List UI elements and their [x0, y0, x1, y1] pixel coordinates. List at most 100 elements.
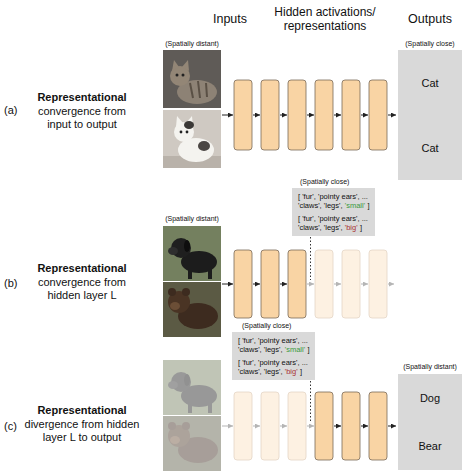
- hidden-layer-box: [288, 250, 306, 318]
- panel-letter: (c): [4, 420, 17, 433]
- photo-group: [163, 360, 221, 471]
- distance-note: (Spatially close): [300, 178, 349, 186]
- photo-bear: [168, 288, 176, 296]
- distance-note: (Spatially close): [395, 40, 465, 48]
- feature-list-text: [ 'fur', 'pointy ears', ...: [238, 336, 308, 345]
- photo-cat: [172, 60, 179, 71]
- feature-list-text: 'claws', 'legs',: [238, 345, 283, 354]
- feature-list-text: [ 'fur', 'pointy ears', ...: [298, 214, 368, 223]
- feature-list-text: 'big': [285, 367, 298, 376]
- panel-title: Representational: [17, 91, 147, 104]
- hidden-layer-box: [369, 80, 387, 150]
- layer-arrow: [388, 426, 396, 427]
- hidden-layer-box: [261, 250, 279, 318]
- panel-subtitle: convergence from input to output: [26, 105, 138, 130]
- hidden-layer-row: [222, 392, 396, 460]
- hidden-layer-box: [342, 392, 360, 460]
- hidden-layer-box: [315, 392, 333, 460]
- layer-arrow: [334, 426, 341, 427]
- layer-arrow: [388, 284, 394, 285]
- layer-arrow: [307, 284, 314, 285]
- hidden-layer-box: [369, 250, 387, 318]
- distance-note: (Spatially distant): [152, 215, 232, 223]
- feature-list-text: 'claws', 'legs',: [298, 201, 343, 210]
- panel-title: Representational: [17, 262, 147, 275]
- class-label: Bear: [418, 440, 441, 452]
- layer-arrow: [388, 115, 396, 116]
- photo-bear: [170, 302, 180, 310]
- photo-dog: [208, 402, 212, 413]
- column-heading: Hidden activations/ representations: [266, 6, 384, 34]
- layer-arrow: [361, 284, 368, 285]
- photo-dog: [184, 240, 190, 252]
- feature-callout: [ 'fur', 'pointy ears', ...'claws', 'leg…: [292, 188, 375, 236]
- hidden-layer-box: [234, 392, 252, 460]
- list-line: 'claws', 'legs','big']: [298, 223, 369, 232]
- panel-letter: (a): [4, 104, 17, 117]
- photo-dog: [208, 268, 212, 279]
- photo-cat: [182, 74, 185, 77]
- distance-note: (Spatially close): [242, 322, 291, 330]
- leader-line: [310, 381, 311, 422]
- hidden-layer-box: [234, 250, 252, 318]
- hidden-layer-row: [222, 250, 394, 318]
- hidden-layer-box: [342, 80, 360, 150]
- list-line: [ 'fur', 'pointy ears', ...: [298, 192, 369, 201]
- photo-group: [163, 226, 221, 337]
- feature-list-text: 'claws', 'legs',: [298, 223, 343, 232]
- photo-dog: [168, 381, 178, 389]
- layer-arrow: [280, 115, 287, 116]
- list-line: 'claws', 'legs','small']: [298, 201, 369, 210]
- class-label: Dog: [420, 392, 440, 404]
- photo-cat: [163, 110, 221, 168]
- list-line: 'claws', 'legs','small']: [238, 345, 309, 354]
- feature-list-text: 'claws', 'legs',: [238, 367, 283, 376]
- layer-arrow: [280, 426, 287, 427]
- photo-cat: [180, 131, 183, 134]
- distance-note: (Spatially distant): [395, 363, 465, 371]
- layer-arrow: [222, 284, 233, 285]
- list-line: [ 'fur', 'pointy ears', ...: [238, 336, 309, 345]
- layer-arrow: [222, 426, 233, 427]
- feature-callout: [ 'fur', 'pointy ears', ...'claws', 'leg…: [232, 332, 315, 380]
- list-line: [ 'fur', 'pointy ears', ...: [298, 214, 369, 223]
- class-label: Cat: [421, 142, 438, 154]
- list-line: [ 'fur', 'pointy ears', ...: [238, 358, 309, 367]
- hidden-layer-box: [234, 80, 252, 150]
- layer-arrow: [361, 115, 368, 116]
- output-box: DogBear: [398, 374, 462, 470]
- feature-list-text: 'big': [345, 223, 358, 232]
- hidden-layer-box: [342, 250, 360, 318]
- photo-bear: [182, 288, 190, 296]
- photo-cat: [186, 131, 189, 134]
- column-heading: Inputs: [195, 12, 265, 26]
- photo-dog: [188, 268, 192, 279]
- photo-cat: [182, 60, 189, 71]
- panel-subtitle: convergence from hidden layer L: [26, 276, 138, 301]
- feature-list-text: ]: [360, 223, 362, 232]
- leader-line: [310, 237, 311, 280]
- photo-bear: [182, 422, 190, 430]
- feature-list-text: ]: [367, 201, 369, 210]
- photo-cat: [163, 50, 221, 108]
- layer-arrow: [307, 426, 314, 427]
- panel-letter: (b): [4, 277, 17, 290]
- feature-list-text: 'small': [285, 345, 305, 354]
- hidden-layer-box: [315, 250, 333, 318]
- photo-bear: [163, 416, 221, 471]
- photo-dog: [168, 247, 178, 255]
- distance-note: (Spatially distant): [152, 40, 232, 48]
- layer-arrow: [222, 115, 233, 116]
- photo-dog: [184, 374, 190, 386]
- hidden-layer-box: [261, 80, 279, 150]
- feature-list-text: [ 'fur', 'pointy ears', ...: [238, 358, 308, 367]
- photo-cat: [176, 74, 179, 77]
- hidden-layer-box: [261, 392, 279, 460]
- layer-arrow: [253, 426, 260, 427]
- output-box: CatCat: [398, 50, 462, 180]
- photo-dog: [188, 402, 192, 413]
- hidden-layer-box: [288, 80, 306, 150]
- layer-arrow: [361, 426, 368, 427]
- layer-arrow: [280, 284, 287, 285]
